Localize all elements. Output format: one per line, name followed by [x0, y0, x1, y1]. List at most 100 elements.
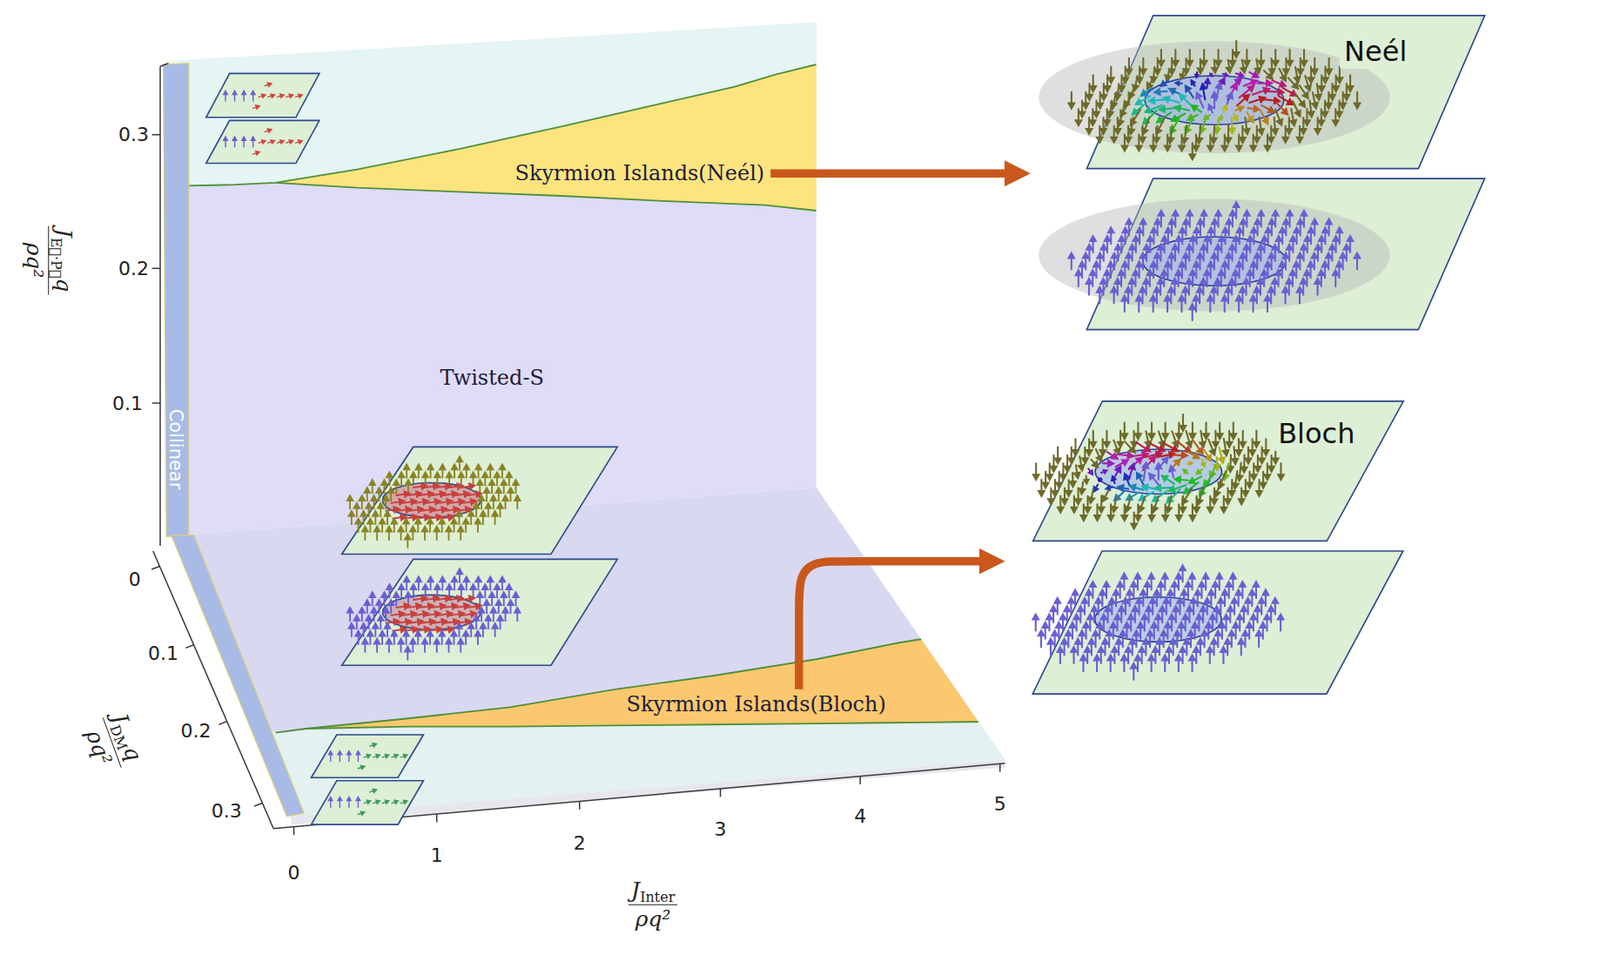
spin-arrow — [475, 518, 481, 532]
spin-arrow — [1325, 91, 1332, 108]
spin-arrow — [1149, 97, 1166, 103]
axis-denominator: ρq² — [21, 226, 50, 296]
spin-arrow — [1121, 422, 1127, 439]
spin-arrow — [1136, 66, 1143, 83]
spin-arrow — [329, 751, 334, 762]
spin-arrow — [1094, 655, 1100, 673]
spin-arrow — [397, 618, 411, 625]
spin-arrow — [1143, 451, 1162, 458]
spin-arrow — [1354, 253, 1360, 270]
spin-arrow — [347, 751, 352, 762]
spin-arrow — [1218, 78, 1224, 89]
spin-arrow — [1230, 78, 1242, 88]
spin-plane — [342, 558, 618, 666]
spin-arrow — [416, 576, 422, 590]
spin-arrow — [1179, 94, 1192, 107]
spin-arrow — [1264, 295, 1271, 313]
spin-arrow — [1122, 66, 1128, 83]
spin-arrow — [373, 754, 381, 759]
spin-arrow — [1149, 473, 1160, 486]
spin-arrow — [420, 490, 434, 497]
spin-arrow — [1137, 496, 1144, 512]
spin-arrow — [1182, 125, 1188, 143]
spin-arrow — [456, 623, 462, 637]
axis-tick — [160, 63, 169, 68]
spin-arrow — [463, 576, 470, 590]
spin-field — [1033, 564, 1285, 679]
spin-arrow — [372, 623, 378, 637]
spin-arrow — [443, 490, 458, 497]
spin-arrow — [1286, 49, 1292, 67]
spin-arrow — [386, 584, 392, 598]
phase-label: Twisted-S — [435, 364, 548, 391]
spin-arrow — [1142, 110, 1157, 124]
spin-arrow — [1135, 504, 1141, 521]
spin-arrow — [1318, 108, 1325, 126]
spin-arrow — [1151, 496, 1158, 512]
tick-label: 0 — [288, 861, 301, 884]
spin-arrow — [478, 607, 485, 621]
spin-arrow — [1339, 91, 1345, 108]
spin-arrow — [1155, 484, 1173, 491]
spin-arrow — [1260, 110, 1268, 124]
spin-arrow — [434, 638, 440, 653]
spin-arrow — [415, 498, 429, 505]
spin-arrow — [1068, 91, 1075, 108]
spin-arrow — [425, 595, 439, 601]
spin-arrow — [499, 463, 505, 478]
spin-arrow — [1123, 93, 1134, 107]
spin-arrow — [1124, 496, 1131, 511]
spin-arrow — [1169, 465, 1175, 478]
spin-arrow — [386, 471, 392, 485]
spin-arrow — [1216, 422, 1223, 439]
spin-arrow — [1149, 134, 1156, 151]
axis-tick — [185, 645, 194, 649]
spin-arrow — [438, 498, 452, 505]
spin-arrow — [1155, 463, 1161, 480]
spin-arrow — [1132, 102, 1147, 115]
spin-arrow — [1236, 72, 1244, 77]
spin-arrow — [1156, 457, 1168, 470]
spin-arrow — [1207, 295, 1213, 313]
spin-arrow — [461, 483, 475, 489]
spin-field — [1068, 40, 1361, 160]
spin-arrow — [1117, 484, 1129, 491]
spin-arrow — [1142, 116, 1150, 135]
spin-arrow — [1189, 504, 1195, 521]
spin-arrow — [403, 518, 409, 532]
tick-label: 0.1 — [112, 392, 143, 415]
spin-arrow — [1055, 446, 1061, 464]
spin-arrow — [1105, 485, 1113, 490]
axis-title-numerator: JInter — [628, 877, 678, 905]
spin-arrow — [1232, 470, 1238, 489]
spin-arrow — [1256, 630, 1262, 647]
spin-arrow — [1148, 655, 1154, 673]
spin-arrow — [1263, 463, 1270, 480]
skyrmion-core — [1095, 449, 1222, 495]
spin-arrow — [1311, 57, 1318, 74]
spin-arrow — [1207, 646, 1213, 664]
spin-arrow — [1176, 422, 1182, 439]
spin-arrow — [253, 151, 261, 155]
spin-arrow — [355, 631, 361, 645]
spin-arrow — [1117, 108, 1124, 126]
axis-line — [159, 66, 162, 546]
spin-arrow — [512, 591, 518, 606]
spin-arrow — [1103, 108, 1110, 126]
spin-arrow — [450, 631, 457, 645]
spin-arrow — [382, 754, 390, 759]
spin-arrow — [497, 615, 503, 629]
spin-arrow — [1176, 504, 1182, 521]
spin-arrow — [1080, 655, 1086, 673]
spin-arrow — [1212, 430, 1218, 448]
spin-arrow — [1120, 100, 1130, 116]
axis-symbol: q — [51, 277, 77, 292]
spin-arrow — [1286, 117, 1292, 135]
spin-arrow — [1185, 85, 1194, 97]
spin-arrow — [1189, 422, 1195, 439]
axis-tick — [152, 268, 161, 270]
spin-arrow — [1250, 463, 1257, 480]
spin-arrow — [1189, 303, 1195, 321]
spin-arrow — [463, 498, 477, 505]
